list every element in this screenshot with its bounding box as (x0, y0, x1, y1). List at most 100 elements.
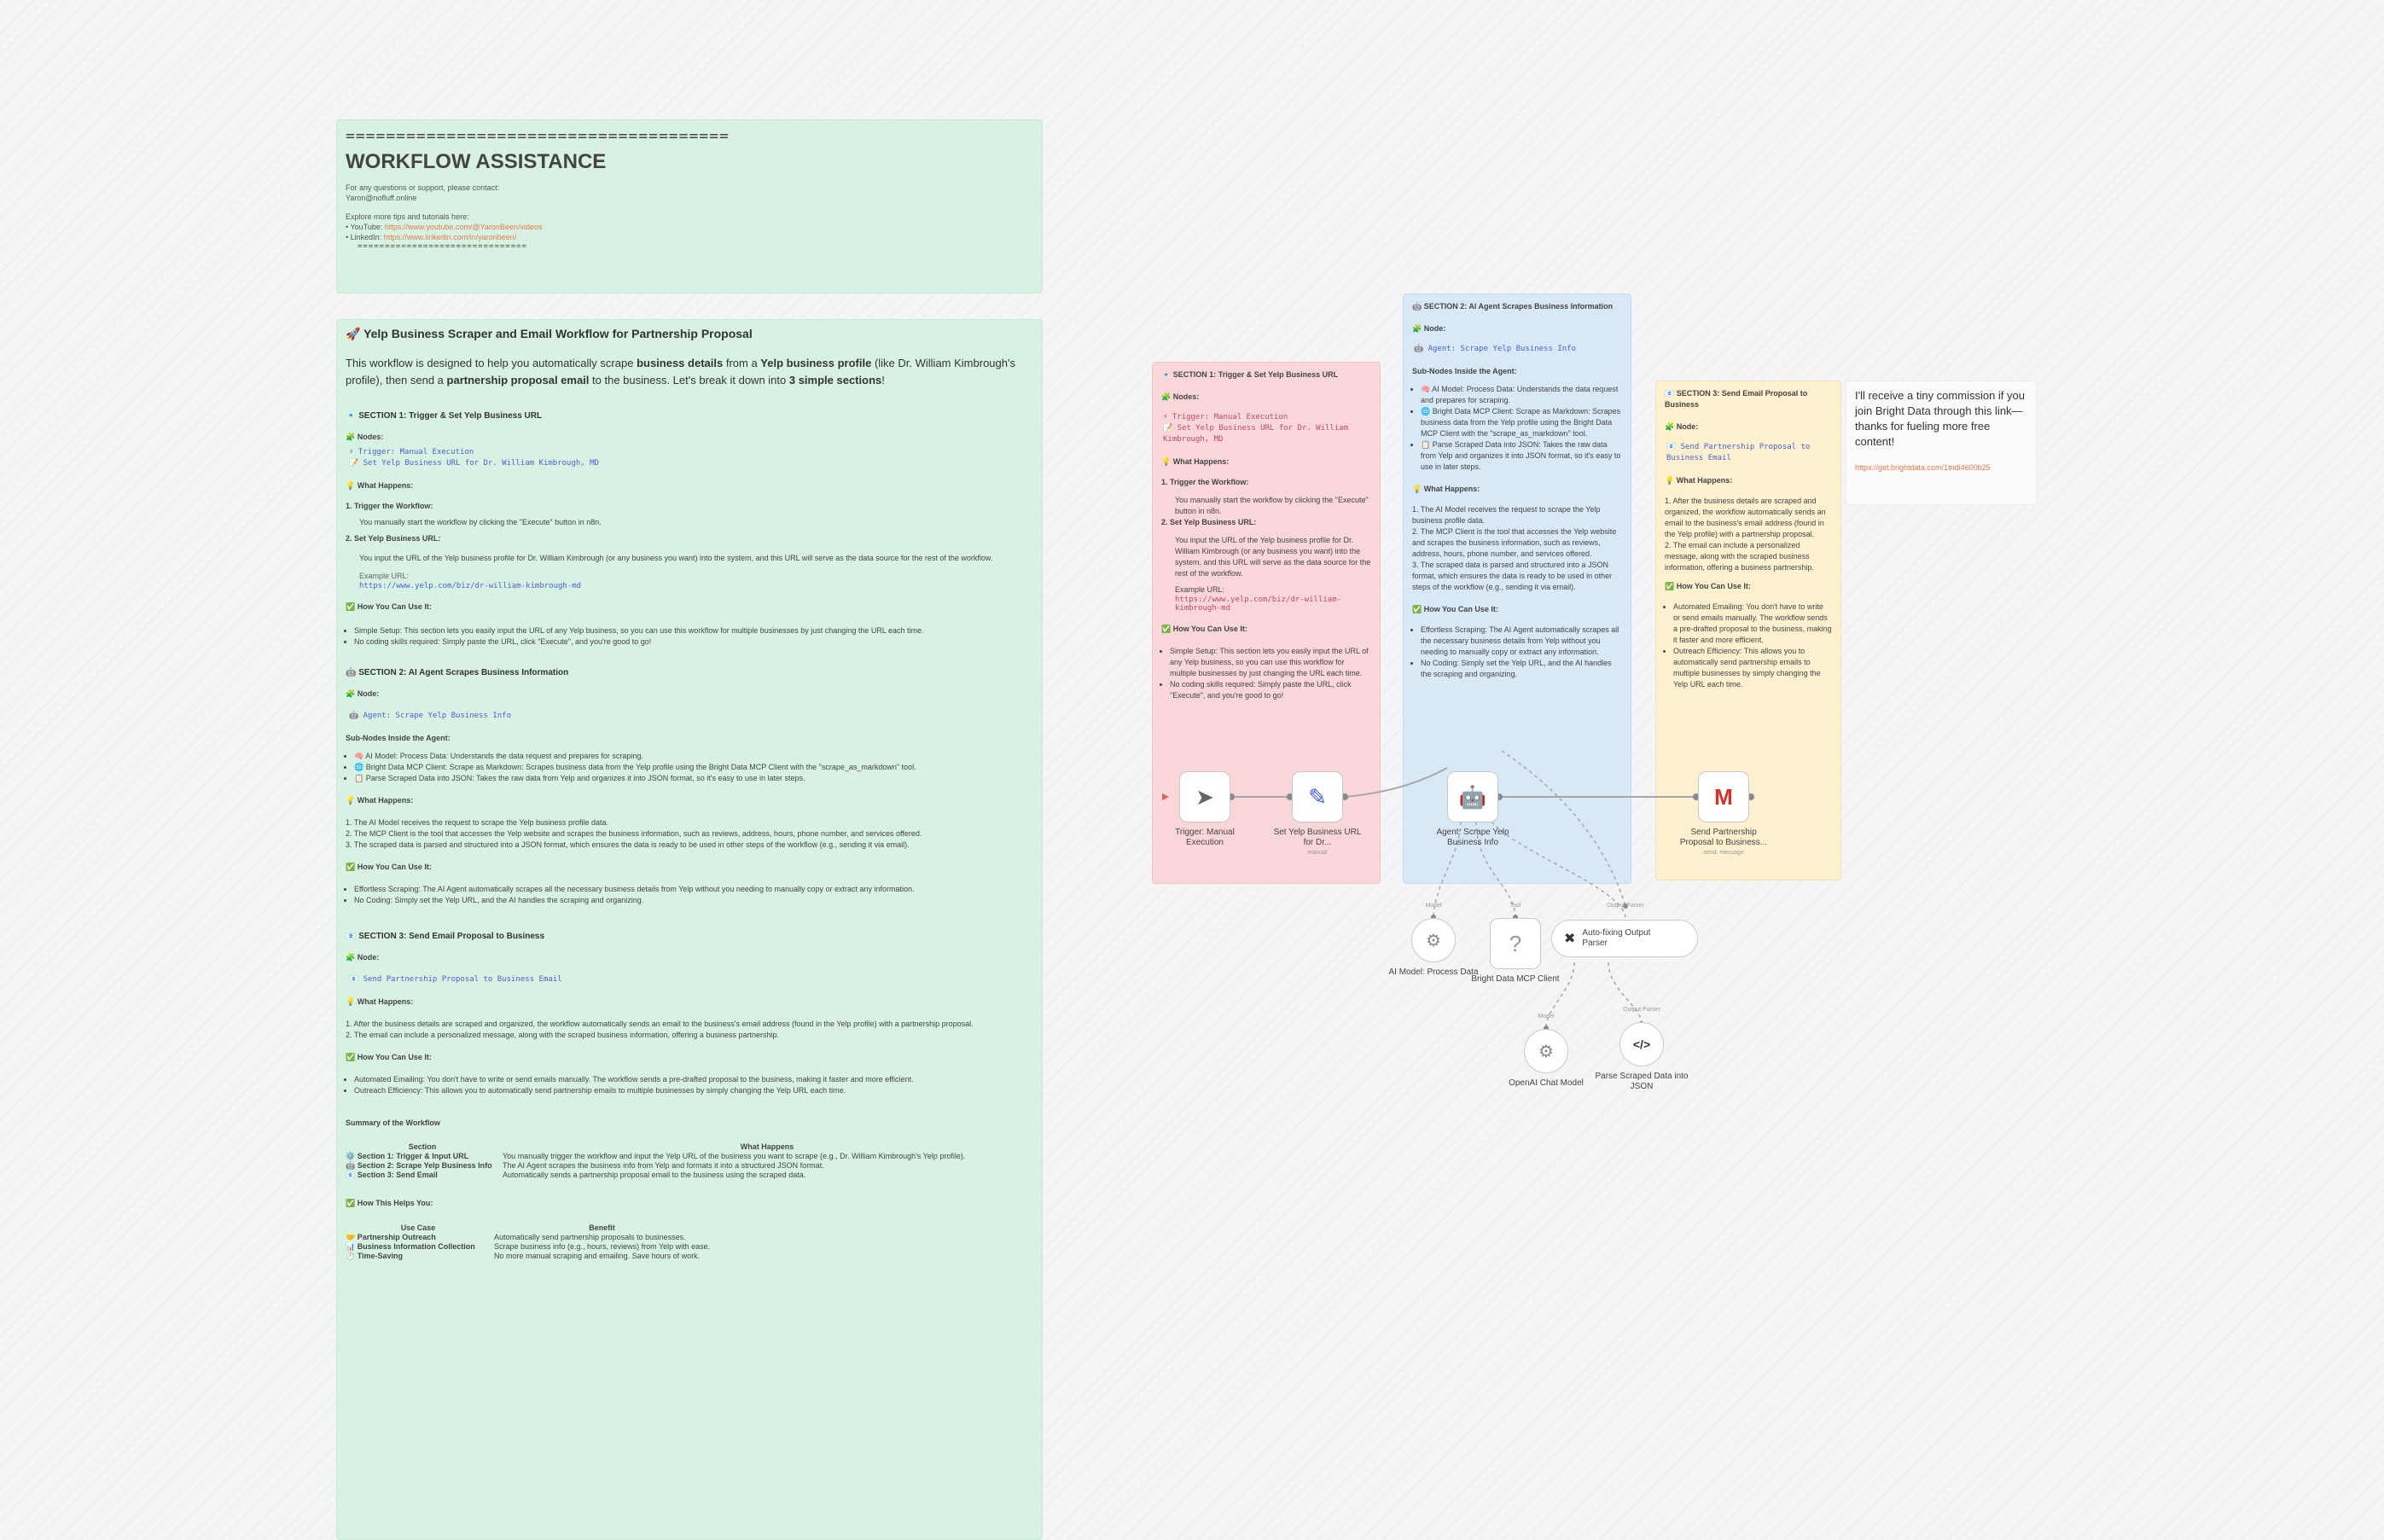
contact-email: Yaron@nofluff.online (346, 194, 417, 202)
doc-s3-how-heading: ✅ How You Can Use It: (346, 1053, 432, 1061)
agent-node-label: Agent: Scrape Yelp Business Info (1436, 828, 1509, 847)
section2-use1: Effortless Scraping: The AI Agent automa… (1421, 625, 1622, 658)
doc-s2-node-heading: 🧩 Node: (346, 689, 380, 698)
table-row: ⏱️ Time-Saving No more manual scraping a… (346, 1252, 713, 1261)
section1-how-heading: ✅ How You Can Use It: (1161, 625, 1247, 633)
benefit-cell: 📊 Business Information Collection (346, 1242, 475, 1251)
youtube-link[interactable]: https://www.youtube.com/@YaronBeen/video… (384, 223, 543, 231)
summary-cell: ⚙️ Section 1: Trigger & Input URL (346, 1152, 469, 1160)
doc-s2-what-heading: 💡 What Happens: (346, 796, 414, 805)
gmail-node-label: Send Partnership Proposal to Business... (1679, 828, 1768, 847)
code-icon: </> (1632, 1037, 1651, 1051)
section2-title: 🤖 SECTION 2: AI Agent Scrapes Business I… (1412, 302, 1614, 311)
doc-s2-what2: 2. The MCP Client is the tool that acces… (346, 829, 922, 838)
output-parser-node[interactable]: ✖ Auto-fixing Output Parser (1551, 920, 1698, 957)
linkedin-link[interactable]: https://www.linkedin.com/in/yaronbeen/ (383, 233, 517, 241)
section2-sub3: 📋 Parse Scraped Data into JSON: Takes th… (1421, 439, 1622, 473)
section2-subnodes-heading: Sub-Nodes Inside the Agent: (1412, 367, 1517, 375)
table-row: 📧 Section 3: Send Email Automatically se… (346, 1171, 1035, 1180)
section1-what-heading: 💡 What Happens: (1161, 457, 1230, 466)
question-icon: ? (1509, 930, 1522, 956)
doc-s1-node-trigger: ⚡ Trigger: Manual Execution (349, 448, 474, 456)
section1-nodes-heading: 🧩 Nodes: (1161, 392, 1200, 401)
doc-s3-what2: 2. The email can include a personalized … (346, 1031, 779, 1039)
bright-data-link[interactable]: https://get.brightdata.com/1tndi4600b25 (1855, 463, 1991, 472)
section3-use1: Automated Emailing: You don't have to wr… (1673, 601, 1832, 646)
section2-note[interactable]: 🤖 SECTION 2: AI Agent Scrapes Business I… (1403, 293, 1631, 884)
section3-what2: 2. The email can include a personalized … (1665, 541, 1814, 572)
section3-what1: 1. After the business details are scrape… (1665, 497, 1826, 538)
doc-helps-heading: ✅ How This Helps You: (346, 1199, 433, 1207)
section2-sub1: 🧠 AI Model: Process Data: Understands th… (1421, 384, 1622, 406)
section1-step2: 2. Set Yelp Business URL: (1161, 518, 1257, 526)
doc-s1-step2: 2. Set Yelp Business URL: (346, 534, 441, 543)
section1-title: 🔹 SECTION 1: Trigger & Set Yelp Business… (1161, 370, 1339, 379)
trigger-node[interactable]: ➤ (1179, 771, 1230, 822)
table-row: 🤖 Section 2: Scrape Yelp Business Info T… (346, 1161, 1035, 1171)
doc-s2-how-heading: ✅ How You Can Use It: (346, 863, 432, 871)
set-url-node-subtitle: manual (1307, 850, 1328, 856)
doc-s1-step1: 1. Trigger the Workflow: (346, 502, 433, 510)
section1-node-set: 📝 Set Yelp Business URL for Dr. William … (1163, 424, 1349, 444)
divider-rule: ====================================== (346, 127, 730, 145)
openai-chat-model-node[interactable]: ⚙ (1524, 1029, 1568, 1073)
set-url-node[interactable]: ✎ (1292, 771, 1343, 822)
divider-rule-bottom: =============================== (358, 242, 527, 251)
openai-chat-model-node-label: OpenAI Chat Model (1509, 1078, 1584, 1088)
section1-use2: No coding skills required: Simply paste … (1170, 679, 1371, 701)
documentation-note[interactable]: 🚀 Yelp Business Scraper and Email Workfl… (336, 319, 1043, 1540)
doc-title: 🚀 Yelp Business Scraper and Email Workfl… (346, 327, 753, 340)
set-url-node-label: Set Yelp Business URL for Dr... (1273, 828, 1362, 847)
section1-step2-text: You input the URL of the Yelp business p… (1175, 536, 1371, 578)
section1-node-trigger: ⚡ Trigger: Manual Execution (1163, 413, 1288, 421)
doc-s1-step1-text: You manually start the workflow by click… (359, 518, 602, 526)
section3-node-heading: 🧩 Node: (1665, 422, 1699, 431)
doc-s3-node-heading: 🧩 Node: (346, 953, 380, 962)
doc-s3-what-heading: 💡 What Happens: (346, 997, 414, 1006)
doc-intro: This workflow is designed to help you au… (346, 357, 1015, 386)
doc-section3-heading: 📧 SECTION 3: Send Email Proposal to Busi… (346, 932, 545, 941)
youtube-line: • YouTube: https://www.youtube.com/@Yaro… (346, 223, 543, 231)
doc-s2-sub1: 🧠 AI Model: Process Data: Understands th… (354, 751, 1033, 762)
doc-s2-subnodes-heading: Sub-Nodes Inside the Agent: (346, 734, 451, 742)
json-parser-node[interactable]: </> (1619, 1022, 1664, 1066)
doc-s2-what3: 3. The scraped data is parsed and struct… (346, 840, 910, 849)
doc-s2-sub2: 🌐 Bright Data MCP Client: Scrape as Mark… (354, 762, 1033, 773)
assistance-note[interactable]: ====================================== W… (336, 119, 1043, 293)
doc-section1-heading: 🔹 SECTION 1: Trigger & Set Yelp Business… (346, 411, 543, 421)
agent-node[interactable]: 🤖 (1447, 771, 1498, 822)
summary-cell: You manually trigger the workflow and in… (503, 1152, 966, 1160)
section3-title: 📧 SECTION 3: Send Email Proposal to Busi… (1665, 389, 1808, 409)
mcp-client-node-label: Bright Data MCP Client (1471, 974, 1560, 984)
section2-sub2: 🌐 Bright Data MCP Client: Scrape as Mark… (1421, 406, 1622, 439)
explore-text: Explore more tips and tutorials here: (346, 212, 469, 221)
mcp-client-node[interactable]: ? (1490, 918, 1541, 969)
section1-use1: Simple Setup: This section lets you easi… (1170, 646, 1371, 679)
doc-s1-example-label: Example URL: (359, 572, 410, 580)
section3-what-heading: 💡 What Happens: (1665, 476, 1733, 485)
ai-model-node[interactable]: ⚙ (1411, 918, 1456, 962)
doc-s2-what1: 1. The AI Model receives the request to … (346, 818, 609, 827)
doc-summary-heading: Summary of the Workflow (346, 1119, 440, 1127)
commission-note[interactable]: I'll receive a tiny commission if you jo… (1846, 381, 2037, 505)
gmail-node[interactable]: M (1698, 771, 1749, 822)
doc-s1-nodes-heading: 🧩 Nodes: (346, 433, 384, 441)
section2-what-heading: 💡 What Happens: (1412, 485, 1480, 493)
robot-icon: 🤖 (1458, 783, 1487, 810)
doc-s1-use1: Simple Setup: This section lets you easi… (354, 625, 1033, 636)
model-connector-label-2: Model (1538, 1014, 1555, 1020)
benefits-header-usecase: Use Case (400, 1223, 436, 1232)
section3-how-heading: ✅ How You Can Use It: (1665, 582, 1751, 590)
benefit-cell: 🤝 Partnership Outreach (346, 1233, 436, 1241)
doc-s1-example-url: https://www.yelp.com/biz/dr-william-kimb… (359, 582, 582, 590)
doc-s1-what-heading: 💡 What Happens: (346, 481, 414, 490)
doc-s3-what1: 1. After the business details are scrape… (346, 1020, 974, 1028)
benefit-cell: Scrape business info (e.g., hours, revie… (494, 1242, 711, 1251)
section2-node-agent: 🤖 Agent: Scrape Yelp Business Info (1414, 345, 1577, 353)
linkedin-line: • LinkedIn: https://www.linkedin.com/in/… (346, 233, 517, 241)
section2-how-heading: ✅ How You Can Use It: (1412, 605, 1498, 613)
contact-line: For any questions or support, please con… (346, 183, 500, 192)
doc-section2-heading: 🤖 SECTION 2: AI Agent Scrapes Business I… (346, 668, 569, 677)
benefit-cell: Automatically send partnership proposals… (494, 1233, 686, 1241)
